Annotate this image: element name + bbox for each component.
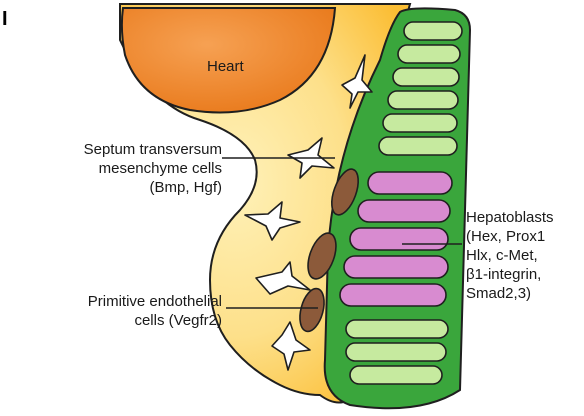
endoderm-cell (404, 22, 462, 40)
endoderm-cell (398, 45, 460, 63)
endoderm-cell (388, 91, 458, 109)
septum-label-line: (Bmp, Hgf) (84, 178, 222, 197)
endoderm-cell (379, 137, 457, 155)
endoderm-cell (346, 320, 448, 338)
hepatoblast-cell (344, 256, 448, 278)
endoderm-cell (346, 343, 446, 361)
hepatoblasts-label-line: β1-integrin, (466, 265, 554, 284)
endoderm-cell (383, 114, 457, 132)
endothelial-label-line: cells (Vegfr2) (88, 311, 222, 330)
hepatoblasts-label: Hepatoblasts (Hex, Prox1 Hlx, c-Met, β1-… (466, 208, 554, 303)
septum-label-line: mesenchyme cells (84, 159, 222, 178)
endoderm-cell (350, 366, 442, 384)
hepatoblast-cell (350, 228, 448, 250)
panel-letter: I (2, 8, 8, 31)
endothelial-label: Primitive endothelial cells (Vegfr2) (88, 292, 222, 330)
hepatoblasts-label-line: Smad2,3) (466, 284, 554, 303)
hepatoblast-cell (340, 284, 446, 306)
hepatoblasts-label-line: Hepatoblasts (466, 208, 554, 227)
septum-label: Septum transversum mesenchyme cells (Bmp… (84, 140, 222, 197)
hepatoblasts-label-line: (Hex, Prox1 (466, 227, 554, 246)
hepatoblasts-label-line: Hlx, c-Met, (466, 246, 554, 265)
hepatoblast-cell (358, 200, 450, 222)
septum-label-line: Septum transversum (84, 140, 222, 159)
endoderm-cell (393, 68, 459, 86)
endothelial-label-line: Primitive endothelial (88, 292, 222, 311)
heart-label: Heart (207, 58, 244, 75)
hepatoblast-cell (368, 172, 452, 194)
